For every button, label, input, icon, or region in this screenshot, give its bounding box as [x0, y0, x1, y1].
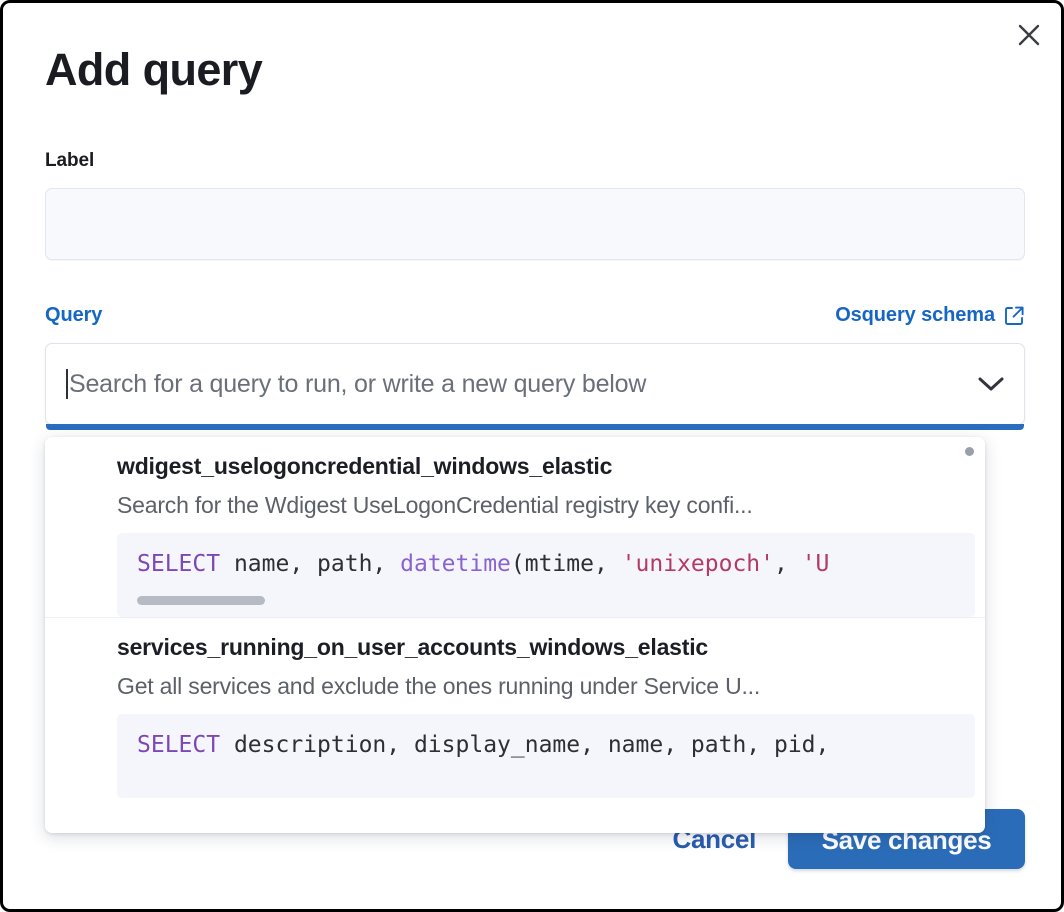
query-field-header: Query Osquery schema — [45, 304, 1025, 327]
list-item[interactable]: services_running_on_user_accounts_window… — [45, 617, 985, 798]
osquery-schema-link[interactable]: Osquery schema — [835, 304, 1025, 327]
label-field-label: Label — [45, 150, 95, 171]
query-field-label: Query — [45, 304, 103, 326]
sql-token-str: 'U — [801, 551, 830, 577]
suggestion-title: wdigest_uselogoncredential_windows_elast… — [117, 453, 613, 479]
sql-code-block: SELECT description, display_name, name, … — [117, 714, 975, 798]
sql-token-plain: (mtime, — [510, 551, 622, 577]
close-icon[interactable] — [1009, 15, 1049, 55]
close-icon-glyph — [1018, 24, 1040, 46]
sql-token-kw: SELECT — [137, 732, 221, 758]
code-horizontal-scrollbar[interactable] — [137, 596, 265, 605]
label-input[interactable] — [45, 188, 1025, 260]
chevron-down-icon[interactable] — [976, 375, 1006, 393]
dropdown-scrollbar[interactable] — [965, 447, 974, 456]
list-item[interactable]: wdigest_uselogoncredential_windows_elast… — [45, 437, 985, 617]
page-title: Add query — [45, 44, 263, 95]
modal-body: Add query Label Query Osquery schema Sea… — [3, 3, 1061, 430]
query-suggestions-dropdown[interactable]: wdigest_uselogoncredential_windows_elast… — [45, 437, 985, 833]
external-link-icon — [1005, 306, 1024, 325]
sql-token-str: 'unixepoch' — [621, 551, 774, 577]
sql-token-plain: name, path, — [220, 551, 401, 577]
osquery-schema-link-label: Osquery schema — [835, 304, 995, 326]
sql-token-kw: SELECT — [137, 551, 221, 577]
suggestion-description: Search for the Wdigest UseLogonCredentia… — [117, 492, 753, 518]
combobox-focus-bar — [46, 424, 1024, 430]
sql-code-line: SELECT description, display_name, name, … — [117, 732, 975, 758]
sql-token-plain: description, display_name, name, path, p… — [220, 732, 830, 758]
text-caret — [66, 369, 68, 399]
suggestion-description: Get all services and exclude the ones ru… — [117, 673, 761, 699]
sql-code-block: SELECT name, path, datetime(mtime, 'unix… — [117, 533, 975, 617]
sql-token-fn: datetime — [400, 551, 511, 577]
query-combobox[interactable]: Search for a query to run, or write a ne… — [45, 343, 1025, 430]
chevron-down-icon-glyph — [978, 377, 1004, 391]
suggestion-title: services_running_on_user_accounts_window… — [117, 634, 708, 660]
query-search-input[interactable]: Search for a query to run, or write a ne… — [69, 369, 647, 398]
sql-code-line: SELECT name, path, datetime(mtime, 'unix… — [117, 551, 975, 577]
suggestion-list: wdigest_uselogoncredential_windows_elast… — [45, 437, 985, 798]
sql-token-plain: , — [774, 551, 802, 577]
